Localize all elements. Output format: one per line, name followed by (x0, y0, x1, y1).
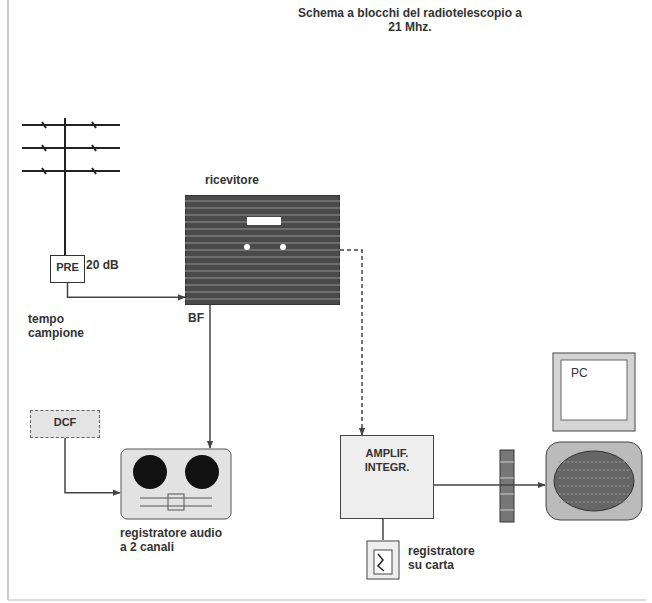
tape-recorder-drawing (120, 448, 232, 520)
block-box: AMPLIF. INTEGR. (340, 435, 434, 519)
drawing-part (559, 478, 629, 479)
drawing-part (378, 554, 384, 571)
computer-drawing (545, 352, 643, 522)
drawing-part (121, 449, 231, 519)
drawing-part (140, 506, 212, 507)
drawing-part (559, 486, 629, 487)
drawing-part (185, 207, 340, 209)
drawing-part (185, 284, 340, 286)
annotation-label: tempo campione (28, 312, 98, 340)
connector-arrow (382, 519, 384, 540)
drawing-part (367, 541, 399, 579)
box-label: PC (571, 366, 588, 380)
drawing-part (185, 228, 340, 230)
connector-arrow (68, 283, 186, 297)
data-bus-bar (500, 450, 514, 522)
chart-recorder-drawing (366, 540, 400, 580)
frame-line (8, 600, 646, 601)
drawing-part (185, 263, 340, 265)
frame-line (8, 0, 9, 600)
drawing-part (559, 470, 629, 471)
tape-recorder: registratore audio a 2 canali (120, 448, 232, 520)
receiver-box: ricevitore (185, 195, 340, 305)
drawing-part (133, 455, 167, 489)
drawing-part (559, 462, 629, 463)
connector-arrow (434, 484, 545, 486)
receiver-drawing (185, 195, 340, 305)
drawing-part (185, 277, 340, 279)
connector-arrow (209, 305, 211, 448)
box-label: registratore su carta (408, 544, 492, 572)
edge-label: BF (187, 311, 205, 325)
box-label: DCF (31, 411, 99, 433)
drawing-part (244, 244, 250, 250)
box-label: registratore audio a 2 canali (120, 526, 230, 554)
drawing-part (185, 214, 340, 216)
drawing-part (374, 550, 392, 574)
drawing-part (554, 451, 634, 511)
drawing-part (185, 270, 340, 272)
box-label: ricevitore (205, 173, 259, 187)
chart-recorder: registratore su carta (366, 540, 400, 580)
drawing-part (185, 235, 340, 237)
drawing-part (546, 442, 642, 520)
drawing-part (185, 242, 340, 244)
drawing-part (185, 195, 340, 305)
drawing-part (140, 498, 212, 499)
drawing-part (561, 360, 627, 420)
drawing-part (168, 494, 184, 510)
drawing-part (185, 455, 219, 489)
yagi-antenna (22, 118, 120, 255)
drawing-part (559, 494, 629, 495)
drawing-part (280, 244, 286, 250)
drawing-part (185, 200, 340, 202)
drawing-part (185, 298, 340, 300)
drawing-part (185, 249, 340, 251)
drawing-part (185, 291, 340, 293)
annotation-label: 20 dB (86, 258, 146, 272)
drawing-part (559, 502, 629, 503)
connector-arrow (340, 250, 362, 435)
diagram-title: Schema a blocchi del radiotelescopio a 2… (292, 6, 528, 34)
block-box: PRE (50, 255, 85, 283)
drawing-part (553, 353, 635, 431)
box-label: PRE (51, 256, 84, 278)
computer: PC (545, 352, 643, 522)
block-box: DCF (30, 410, 100, 438)
box-label: AMPLIF. INTEGR. (341, 436, 433, 474)
connector-arrow (65, 438, 120, 493)
drawing-part (247, 217, 281, 225)
drawing-part (185, 256, 340, 258)
